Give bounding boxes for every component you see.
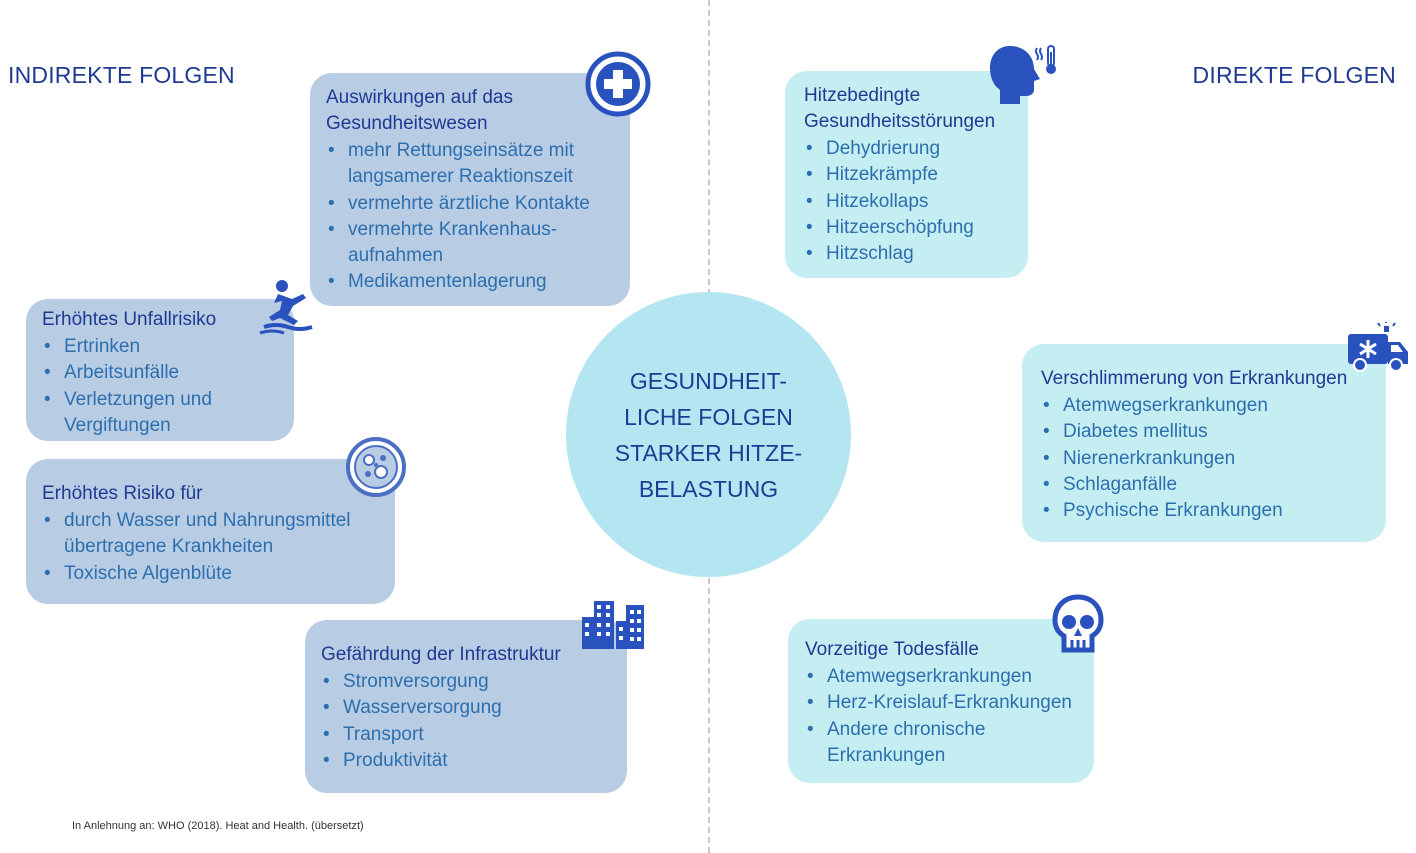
healthcare-impact-box: Auswirkungen auf das Gesundheitswesen me… [310, 73, 630, 306]
box-heading: Verschlimmerung von Erkrankungen [1041, 368, 1348, 389]
list-item: Medikamentenlagerung [326, 269, 614, 296]
list-item: mehr Rettungseinsätze mit langsamerer Re… [326, 138, 614, 191]
list-item: vermehrte ärztliche Kontakte [326, 191, 614, 218]
central-topic-text: GESUNDHEIT-LICHE FOLGEN STARKER HITZE-BE… [614, 367, 803, 502]
list-item: Toxische Algenblüte [42, 561, 379, 588]
list-item: Transport [321, 722, 611, 749]
list-item: Wasserversorgung [321, 695, 611, 722]
list-item: Stromversorgung [321, 669, 611, 696]
list-item: durch Wasser und Nahrungsmittel übertrag… [42, 508, 379, 561]
list-item: Arbeitsunfälle [42, 360, 278, 387]
list-item: Ertrinken [42, 334, 278, 361]
list-item: Hitzekrämpfe [804, 162, 1012, 189]
list-item: Verletzungen und Vergiftungen [42, 387, 278, 440]
accident-risk-box: Erhöhtes Unfallrisiko Ertrinken Arbeitsu… [26, 299, 294, 441]
list-item: Atemwegserkrankungen [805, 664, 1078, 691]
list-item: vermehrte Krankenhaus-aufnahmen [326, 217, 614, 270]
list-item: Andere chronische Erkrankungen [805, 717, 1078, 770]
box-heading: Hitzebedingte Gesundheitsstörungen [804, 85, 996, 132]
box-list: Ertrinken Arbeitsunfälle Verletzungen un… [42, 334, 278, 439]
box-heading: Erhöhtes Unfallrisiko [42, 309, 217, 330]
slipping-person-icon [259, 280, 313, 335]
list-item: Schlaganfälle [1041, 472, 1370, 499]
skull-icon [1052, 594, 1104, 653]
box-list: mehr Rettungseinsätze mit langsamerer Re… [326, 138, 614, 296]
city-buildings-icon [582, 601, 644, 649]
list-item: Hitzeerschöpfung [804, 215, 1012, 242]
list-item: Herz-Kreislauf-Erkrankungen [805, 690, 1078, 717]
box-list: Stromversorgung Wasserversorgung Transpo… [321, 669, 611, 774]
disease-worsening-box: Verschlimmerung von Erkrankungen Atemweg… [1022, 344, 1386, 542]
heat-disorders-box: Hitzebedingte Gesundheitsstörungen Dehyd… [785, 71, 1028, 278]
premature-deaths-box: Vorzeitige Todesfälle Atemwegserkrankung… [788, 619, 1094, 783]
list-item: Diabetes mellitus [1041, 419, 1370, 446]
increased-risk-box: Erhöhtes Risiko für durch Wasser und Nah… [26, 459, 395, 604]
infrastructure-risk-box: Gefährdung der Infrastruktur Stromversor… [305, 620, 627, 793]
ambulance-icon [1348, 322, 1408, 372]
head-thermometer-icon [990, 45, 1056, 104]
list-item: Produktivität [321, 748, 611, 775]
box-heading: Gefährdung der Infrastruktur [321, 644, 561, 665]
box-heading: Vorzeitige Todesfälle [805, 639, 979, 660]
box-heading: Auswirkungen auf das Gesundheitswesen [326, 87, 513, 134]
list-item: Hitzekollaps [804, 189, 1012, 216]
box-heading: Erhöhtes Risiko für [42, 483, 203, 504]
bacteria-icon [346, 437, 406, 497]
list-item: Dehydrierung [804, 136, 1012, 163]
source-citation: In Anlehnung an: WHO (2018). Heat and He… [72, 820, 364, 832]
medical-cross-icon [585, 51, 651, 117]
indirect-consequences-title: INDIREKTE FOLGEN [8, 62, 235, 88]
box-list: Atemwegserkrankungen Diabetes mellitus N… [1041, 393, 1370, 525]
box-list: durch Wasser und Nahrungsmittel übertrag… [42, 508, 379, 587]
box-list: Atemwegserkrankungen Herz-Kreislauf-Erkr… [805, 664, 1078, 769]
list-item: Atemwegserkrankungen [1041, 393, 1370, 420]
direct-consequences-title: DIREKTE FOLGEN [1192, 62, 1396, 88]
list-item: Nierenerkrankungen [1041, 446, 1370, 473]
list-item: Hitzschlag [804, 241, 1012, 268]
box-list: Dehydrierung Hitzekrämpfe Hitzekollaps H… [804, 136, 1012, 268]
list-item: Psychische Erkrankungen [1041, 498, 1370, 525]
central-topic-circle: GESUNDHEIT-LICHE FOLGEN STARKER HITZE-BE… [566, 292, 851, 577]
